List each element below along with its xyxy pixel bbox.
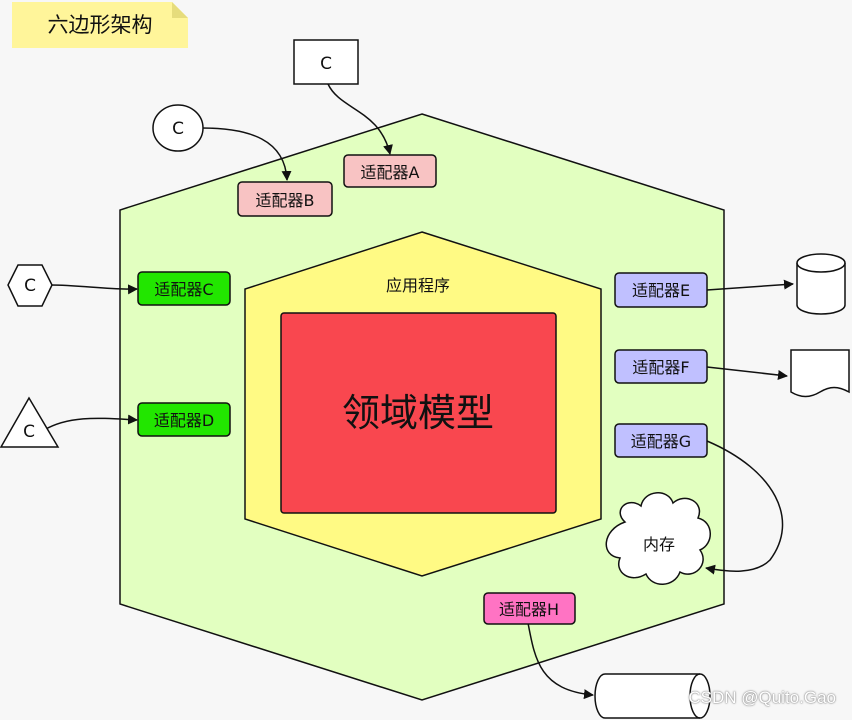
client-circle: C	[152, 104, 204, 152]
domain-model-label: 领域模型	[342, 391, 494, 435]
adapter-d[interactable]: 适配器D	[137, 402, 231, 437]
client-hexagon: C	[7, 264, 53, 307]
adapter-f-label: 适配器F	[632, 358, 689, 377]
connector-h-to-queue	[527, 622, 594, 700]
adapter-e-label: 适配器E	[632, 281, 690, 300]
connector-triangle-to-d	[43, 414, 138, 431]
adapter-f[interactable]: 适配器F	[614, 349, 708, 384]
adapter-b[interactable]: 适配器B	[237, 181, 333, 217]
adapter-h[interactable]: 适配器H	[483, 592, 576, 625]
client-triangle: C	[0, 396, 60, 448]
client-triangle-label: C	[23, 422, 35, 442]
connector-circle-to-b	[201, 127, 292, 181]
adapter-c[interactable]: 适配器C	[137, 271, 231, 306]
memory-cloud-icon: 内存	[605, 492, 711, 585]
watermark: CSDN @Quito.Gao	[688, 688, 836, 707]
domain-model-box	[280, 312, 557, 514]
adapter-b-label: 适配器B	[256, 191, 315, 210]
database-icon	[796, 253, 846, 315]
adapter-e[interactable]: 适配器E	[614, 272, 708, 308]
client-square-label: C	[320, 54, 332, 74]
title-note: 六边形架构	[12, 2, 188, 48]
adapter-d-label: 适配器D	[154, 411, 214, 430]
document-icon	[790, 349, 850, 398]
memory-label: 内存	[643, 535, 675, 554]
client-square: C	[293, 39, 359, 85]
connector-hexagon-to-c	[49, 284, 138, 295]
client-circle-label: C	[172, 119, 184, 139]
adapter-h-label: 适配器H	[499, 600, 559, 619]
note-fold	[172, 2, 188, 18]
application-label: 应用程序	[386, 276, 450, 295]
adapter-g-label: 适配器G	[631, 432, 691, 451]
note-shape	[12, 2, 188, 48]
client-hexagon-label: C	[24, 276, 36, 296]
adapter-g[interactable]: 适配器G	[614, 423, 708, 458]
connector-f-to-document	[706, 366, 788, 380]
connector-square-to-a	[327, 83, 393, 155]
connector-e-to-database	[706, 279, 794, 291]
adapter-c-label: 适配器C	[154, 280, 213, 299]
adapter-a-label: 适配器A	[361, 163, 420, 182]
connector-g-to-memory	[705, 440, 784, 575]
note-title: 六边形架构	[48, 13, 153, 37]
adapter-a[interactable]: 适配器A	[343, 154, 437, 188]
queue-cylinder-icon	[594, 673, 711, 719]
